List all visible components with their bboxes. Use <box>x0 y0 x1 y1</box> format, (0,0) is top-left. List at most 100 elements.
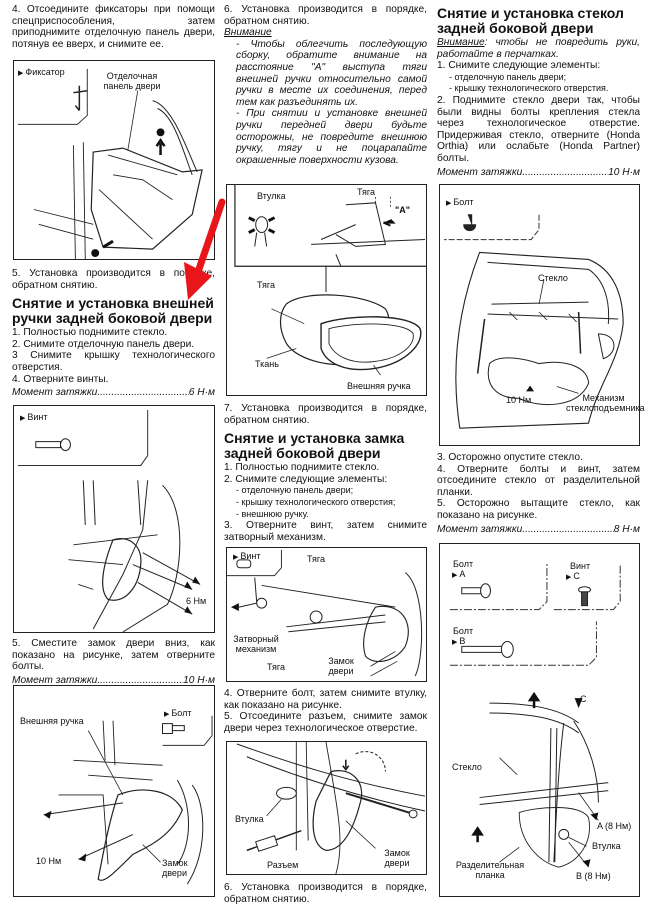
sub-item: - крышку технологического отверстия. <box>449 83 609 94</box>
step-2-text: 2. Поднимите стекло двери так, чтобы был… <box>437 94 640 164</box>
callout-door-lock: Замок двери <box>162 858 188 878</box>
callout-fabric: Ткань <box>255 359 279 369</box>
callout-outer-handle: Внешняя ручка <box>20 716 84 726</box>
glass-removal-illustration <box>440 544 639 896</box>
sub-item: - отделочную панель двери; <box>449 71 567 82</box>
callout-divider-channel: Разделительная планка <box>455 860 525 880</box>
figure-glass-regulator: Болт Стекло 10 Нм Механизм стеклоподъемн… <box>439 184 645 446</box>
step-7-text: 7. Установка производится в порядке, обр… <box>224 403 427 426</box>
column-2-top: 6. Установка производится в порядке, обр… <box>224 4 427 166</box>
bolt-b-name: Болт <box>453 626 474 636</box>
door-panel-illustration <box>14 61 214 259</box>
step-item: 3 Снимите крышку технологического отверс… <box>12 350 215 373</box>
callout-latch-mechanism: Затворный механизм <box>233 634 279 654</box>
callout-rod-top: Тяга <box>357 187 375 197</box>
step-5-text: 5. Отсоедините разъем, снимите замок две… <box>224 711 427 734</box>
section-title-outer-handle: Снятие и установка внешней ручки задней … <box>12 295 214 327</box>
callout-door-lock: Замок двери <box>384 848 410 868</box>
step-item: 4. Отверните болты и винт, затем отсоеди… <box>437 463 640 498</box>
callout-door-lock: Замок двери <box>328 656 354 676</box>
torque-callout: 6 Нм <box>186 596 207 606</box>
bolt-a-key: A <box>452 569 465 581</box>
callout-bushing: Втулка <box>235 814 264 824</box>
column-1-lower: 5. Сместите замок двери вниз, как показа… <box>12 638 215 686</box>
column-2-lower: 4. Отверните болт, затем снимите втулку,… <box>224 688 427 734</box>
column-1-mid: 5. Установка производится в порядке, обр… <box>12 268 215 399</box>
torque-value: 6 Н·м <box>188 387 215 399</box>
column-2-bottom: 6. Установка производится в порядке, обр… <box>224 882 427 905</box>
callout-connector: Разъем <box>267 860 299 870</box>
section-title-door-lock: Снятие и установка замка задней боковой … <box>224 430 405 462</box>
torque-callout: 10 Нм <box>36 856 62 866</box>
bolt-b-key: B <box>452 636 465 648</box>
torque-label: Момент затяжки <box>12 387 98 399</box>
screw-c-key: C <box>566 571 580 583</box>
figure-outer-handle-detail: Втулка Тяга "А" Тяга Ткань Внешняя ручка <box>226 184 427 396</box>
callout-glass: Стекло <box>452 762 482 772</box>
warning-item: - Чтобы облегчить последующую сборку, об… <box>236 38 427 108</box>
step-item: 1. Полностью поднимите стекло. <box>224 462 380 474</box>
callout-bushing: Втулка <box>257 191 286 201</box>
point-c-label: C <box>580 694 587 704</box>
torque-spec: Момент затяжки 10 Н·м <box>437 167 640 179</box>
sub-item: - отделочную панель двери; <box>236 485 354 496</box>
inset-label-screw: Винт <box>233 551 260 563</box>
column-3-top: Снятие и установка стекол задней боковой… <box>437 6 640 178</box>
warning-item: - При снятии и установке внешней ручки п… <box>236 108 427 166</box>
step-item: 2. Снимите отделочную панель двери. <box>12 338 195 350</box>
inset-label-bolt: Болт <box>446 197 473 209</box>
figure-latch-mechanism: Винт Тяга Затворный механизм Тяга Замок … <box>226 547 427 682</box>
column-3-mid: 3. Осторожно опустите стекло. 4. Отверни… <box>437 452 640 535</box>
callout-outer-handle: Внешняя ручка <box>347 381 411 391</box>
column-1: 4. Отсоедините фиксаторы при помощи спец… <box>12 0 215 50</box>
torque-spec: Момент затяжки 8 Н·м <box>437 524 640 536</box>
callout-window-regulator: Механизм стеклоподъемника <box>566 393 645 413</box>
torque-value: 10 Н·м <box>183 674 215 686</box>
screw-c-name: Винт <box>570 561 591 571</box>
callout-bushing: Втулка <box>592 841 621 851</box>
dimension-a-label: "А" <box>395 205 411 215</box>
column-2-mid: 7. Установка производится в порядке, обр… <box>224 403 427 543</box>
torque-label: Момент затяжки <box>12 674 98 686</box>
torque-spec: Момент затяжки 6 Н·м <box>12 387 215 399</box>
step-4-text: 4. Отсоедините фиксаторы при помощи спец… <box>12 4 215 50</box>
step-item: 2. Снимите следующие элементы: <box>224 473 388 485</box>
figure-lock-removal: Втулка Разъем Замок двери <box>226 741 427 875</box>
step-5b-text: 5. Сместите замок двери вниз, как показа… <box>12 638 215 673</box>
sub-item: - внешнюю ручку. <box>236 508 309 519</box>
callout-trim-panel: Отделочная панель двери <box>103 71 161 91</box>
callout-rod-bottom: Тяга <box>267 662 285 672</box>
figure-lock-bolts: Болт Внешняя ручка 10 Нм Замок двери <box>13 685 215 897</box>
warning-text: : чтобы не повредить руки, работайте в п… <box>437 37 640 60</box>
warning-label: Внимание <box>437 37 485 48</box>
latch-illustration <box>227 548 426 681</box>
inset-label-clip: Фиксатор <box>18 67 64 79</box>
glass-regulator-illustration <box>440 185 639 445</box>
torque-callout: 10 Нм <box>506 395 532 405</box>
torque-a-callout: A (8 Нм) <box>597 821 632 831</box>
outer-handle-illustration <box>227 185 426 395</box>
figure-outer-handle-screws: Винт 6 Нм <box>13 405 215 633</box>
figure-door-trim-panel: Фиксатор Отделочная панель двери <box>13 60 215 260</box>
handle-screws-illustration <box>14 406 214 632</box>
step-4-text: 4. Отверните болт, затем снимите втулку,… <box>224 688 427 711</box>
callout-rod: Тяга <box>257 280 275 290</box>
callout-glass: Стекло <box>538 273 568 283</box>
bolt-a-name: Болт <box>453 559 474 569</box>
step-item: 3. Осторожно опустите стекло. <box>437 452 583 463</box>
step-5-text: 5. Установка производится в порядке, обр… <box>12 268 215 291</box>
figure-glass-removal: Болт A Винт C Болт B C Стекло A (8 Нм) В… <box>439 543 640 897</box>
torque-label: Момент затяжки <box>437 166 523 178</box>
step-item: 4. Отверните винты. <box>12 373 109 385</box>
torque-b-callout: B (8 Нм) <box>576 871 611 881</box>
step-3-text: 3. Отверните винт, затем снимите затворн… <box>224 520 427 543</box>
lock-removal-illustration <box>227 742 426 874</box>
inset-label-screw: Винт <box>20 412 47 424</box>
inset-label-bolt: Болт <box>164 708 191 720</box>
section-title-glass: Снятие и установка стекол задней боковой… <box>437 5 624 36</box>
step-item: 5. Осторожно вытащите стекло, как показа… <box>437 498 640 521</box>
lock-bolts-illustration <box>14 686 214 896</box>
warning-label: Внимание <box>224 27 272 39</box>
torque-label: Момент затяжки <box>437 523 523 535</box>
step-6-text: 6. Установка производится в порядке, обр… <box>224 4 427 27</box>
